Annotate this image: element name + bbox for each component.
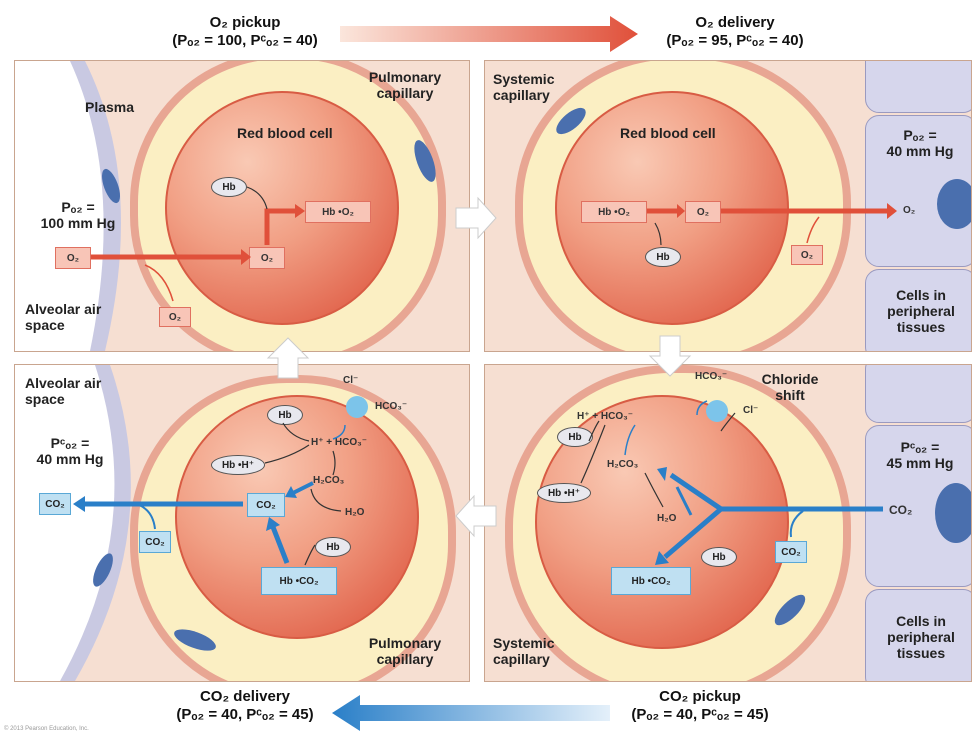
pulmonary-capillary-label: Pulmonary capillary [368, 69, 442, 101]
rbc-label: Red blood cell [620, 125, 716, 141]
tissue-cell-top [865, 61, 971, 113]
top-flow-arrow [340, 16, 638, 52]
header-co2-pickup: CO₂ pickup(Pₒ₂ = 40, Pᶜₒ₂ = 45) [631, 688, 769, 723]
po2-label: Pₒ₂ =40 mm Hg [886, 127, 954, 159]
hbo2-box: Hb •O₂ [581, 201, 647, 223]
o2-box-alveolar: O₂ [55, 247, 91, 269]
cl-ion: Cl⁻ [743, 405, 759, 416]
pco2-label: Pᶜₒ₂ =40 mm Hg [36, 435, 104, 467]
o2-pickup-arrows [91, 186, 305, 302]
po2-label: Pₒ₂ =100 mm Hg [40, 199, 116, 231]
co2-pickup-arrows [580, 400, 883, 565]
hb-molecule: Hb [211, 177, 247, 197]
endothelial-nucleus [414, 140, 436, 182]
tissue-cell-nucleus [935, 483, 971, 543]
panel-co2-pickup: HCO₃⁻ Chloride shift Cl⁻ H⁺ + HCO₃⁻ Hb H… [484, 364, 972, 682]
co2-box-plasma: CO₂ [139, 531, 171, 553]
plasma-label: Plasma [85, 99, 135, 115]
header-o2-delivery: O₂ delivery(Pₒ₂ = 95, Pᶜₒ₂ = 40) [666, 14, 804, 49]
endothelial-nucleus [774, 594, 806, 626]
panel-o2-pickup: Plasma Pulmonary capillary Red blood cel… [14, 60, 470, 352]
connector-arrow-up [266, 337, 310, 379]
o2-tissue-label: O₂ [903, 205, 916, 216]
alveolar-wall [15, 365, 131, 681]
alveolar-label: Alveolar air space [25, 375, 102, 407]
tissue-cell-top [865, 365, 971, 423]
alveolar-label: Alveolar air space [25, 301, 102, 333]
cells-label: Cells in peripheral tissues [887, 287, 955, 335]
hb-molecule-2: Hb [701, 547, 737, 567]
bottom-flow-arrow [332, 695, 610, 731]
pulmonary-capillary-label: Pulmonary capillary [368, 635, 442, 667]
cells-label: Cells in peripheral tissues [887, 613, 955, 661]
pco2-label: Pᶜₒ₂ =45 mm Hg [886, 439, 954, 471]
systemic-capillary-label: Systemic capillary [493, 71, 555, 103]
h-hco3: H⁺ + HCO₃⁻ [311, 437, 368, 448]
co2-tissue-label: CO₂ [889, 503, 913, 517]
red-blood-cell [175, 395, 419, 639]
tissue-cell-nucleus [937, 179, 971, 229]
h2co3: H₂CO₃ [607, 459, 639, 470]
connector-arrow-down [648, 335, 692, 377]
tissue-cell-bottom [865, 269, 971, 351]
tissue-cell-bottom [865, 589, 971, 681]
co2-box-rbc: CO₂ [247, 493, 285, 517]
h2o: H₂O [657, 513, 677, 524]
co2-box-plasma: CO₂ [775, 541, 807, 563]
rbc-label: Red blood cell [237, 125, 333, 141]
hco3-ion: HCO₃⁻ [695, 371, 728, 382]
anion-exchanger [706, 400, 728, 422]
o2-box-plasma: O₂ [159, 307, 191, 327]
hb-molecule-2: Hb [315, 537, 351, 557]
panel-co2-delivery: Alveolar air space Pᶜₒ₂ =40 mm Hg Pulmon… [14, 364, 470, 682]
endothelial-nucleus [556, 107, 586, 135]
h-hco3: H⁺ + HCO₃⁻ [577, 411, 634, 422]
hb-molecule-1: Hb [267, 405, 303, 425]
hbh-molecule: Hb •H⁺ [537, 483, 591, 503]
cl-ion: Cl⁻ [343, 375, 359, 386]
copyright: © 2013 Pearson Education, Inc. [4, 726, 89, 732]
o2-box-plasma: O₂ [791, 245, 823, 265]
o2-delivery-arrows [647, 203, 897, 246]
h2o: H₂O [345, 507, 365, 518]
hb-molecule-1: Hb [557, 427, 593, 447]
anion-exchanger [346, 396, 368, 418]
h2co3: H₂CO₃ [313, 475, 345, 486]
endothelial-nucleus [174, 629, 216, 651]
hbco2-box: Hb •CO₂ [261, 567, 337, 595]
co2-delivery-arrows [73, 422, 346, 566]
hco3-ion: HCO₃⁻ [375, 401, 408, 412]
hbo2-box: Hb •O₂ [305, 201, 371, 223]
hbco2-box: Hb •CO₂ [611, 567, 691, 595]
connector-arrow-right [455, 196, 497, 240]
header-co2-delivery: CO₂ delivery(Pₒ₂ = 40, Pᶜₒ₂ = 45) [176, 688, 314, 723]
o2-box-rbc: O₂ [685, 201, 721, 223]
chloride-shift-label: Chloride shift [761, 371, 819, 403]
alveolar-wall [15, 61, 121, 351]
panel-o2-delivery: Systemic capillary Red blood cell Pₒ₂ =4… [484, 60, 972, 352]
co2-box-alveolar: CO₂ [39, 493, 71, 515]
hb-molecule: Hb [645, 247, 681, 267]
connector-arrow-left [455, 494, 497, 538]
hbh-molecule: Hb •H⁺ [211, 455, 265, 475]
systemic-capillary-label: Systemic capillary [493, 635, 555, 667]
header-o2-pickup: O₂ pickup(Pₒ₂ = 100, Pᶜₒ₂ = 40) [172, 14, 318, 49]
